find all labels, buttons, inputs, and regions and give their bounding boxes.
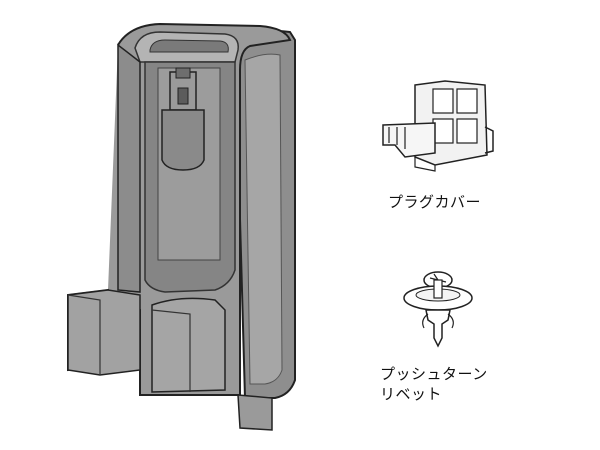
push-rivet-label-line1: プッシュターン	[380, 365, 488, 383]
push-rivet-illustration	[403, 271, 473, 348]
holder-bottom-tab	[237, 394, 273, 431]
holder-left-arm	[67, 289, 141, 376]
plug-cover-illustration	[382, 80, 494, 172]
plug-cover-label: プラグカバー	[388, 193, 482, 211]
push-rivet-label-line2: リベット	[380, 385, 443, 403]
holder-illustration	[67, 22, 296, 431]
connector-pin	[161, 67, 205, 171]
